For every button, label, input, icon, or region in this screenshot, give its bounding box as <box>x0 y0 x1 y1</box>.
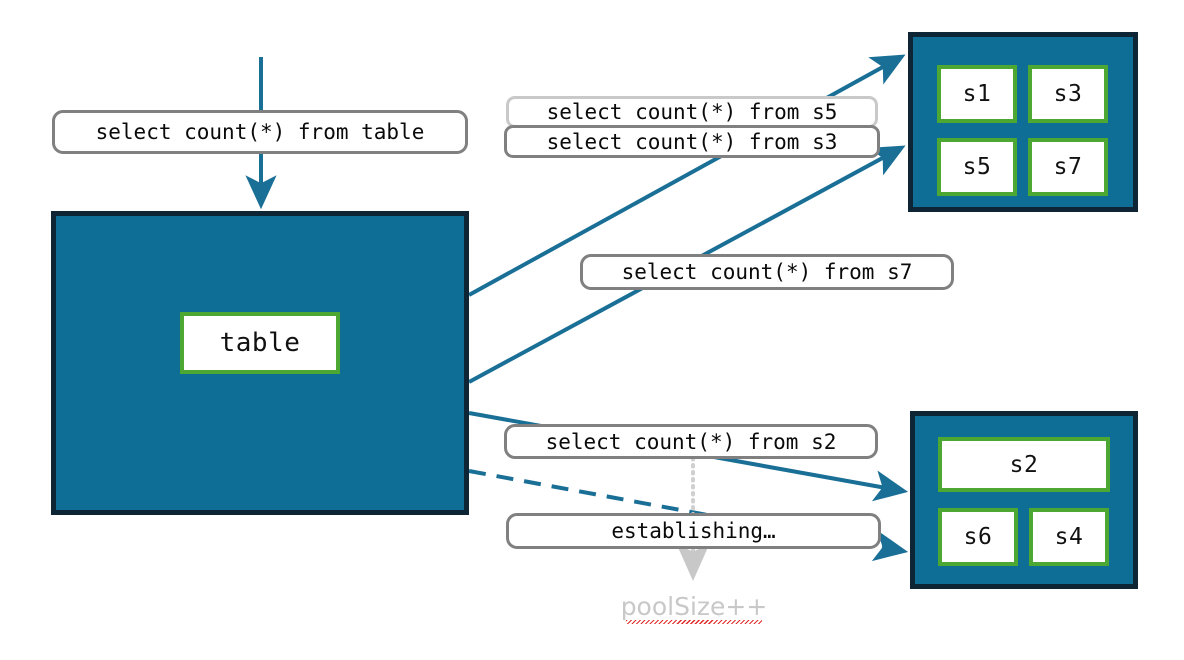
pool-cell-s2[interactable]: s2 <box>938 437 1110 492</box>
pool-cell-s1[interactable]: s1 <box>937 65 1017 123</box>
poolsize-annotation: poolSize++ <box>604 592 784 624</box>
query-chip-s2[interactable]: select count(*) from s2 <box>504 424 878 459</box>
query-chip-s5[interactable]: select count(*) from s5 <box>506 96 878 128</box>
query-chip-table[interactable]: select count(*) from table <box>52 110 468 154</box>
pool-cell-table[interactable]: table <box>180 312 340 374</box>
pool-cell-s7[interactable]: s7 <box>1028 138 1108 196</box>
pool-cell-s6[interactable]: s6 <box>938 508 1018 566</box>
spellcheck-squiggle-underline <box>626 620 762 624</box>
query-chip-s7[interactable]: select count(*) from s7 <box>580 254 954 290</box>
pool-cell-s5[interactable]: s5 <box>937 138 1017 196</box>
status-chip-establishing[interactable]: establishing… <box>506 513 881 549</box>
query-chip-s3[interactable]: select count(*) from s3 <box>504 125 880 158</box>
poolsize-label: poolSize++ <box>620 592 768 621</box>
pool-cell-s3[interactable]: s3 <box>1028 65 1108 123</box>
pool-cell-s4[interactable]: s4 <box>1029 508 1109 566</box>
